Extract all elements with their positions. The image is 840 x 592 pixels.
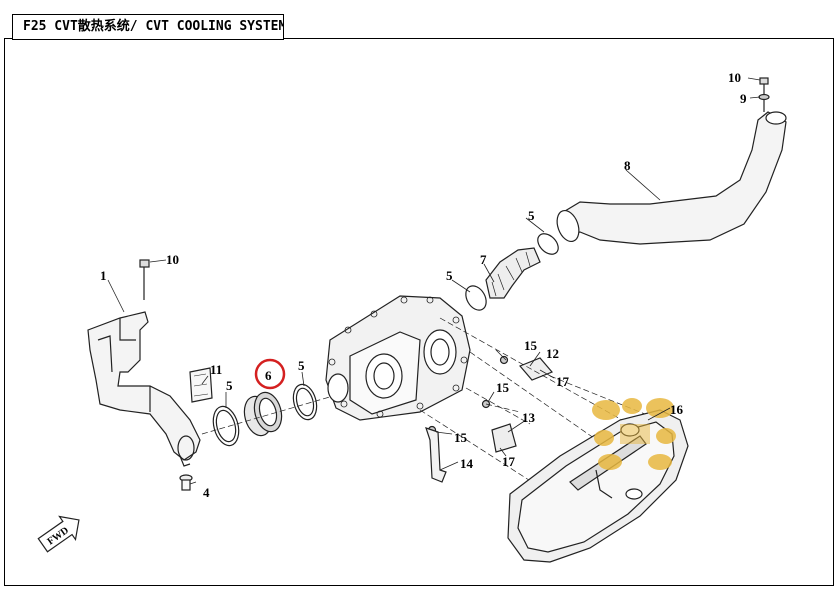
cvt-housing[interactable] xyxy=(325,295,471,421)
callout-5[interactable]: 5 xyxy=(298,358,305,373)
callout-15[interactable]: 15 xyxy=(454,430,468,445)
diagram-border xyxy=(4,38,834,586)
callout-16[interactable]: 16 xyxy=(670,402,684,417)
callout-17[interactable]: 17 xyxy=(502,454,516,469)
watermark-logo xyxy=(592,398,676,470)
callout-12[interactable]: 12 xyxy=(546,346,559,361)
callout-6[interactable]: 6 xyxy=(265,368,272,383)
callout-15[interactable]: 15 xyxy=(524,338,538,353)
clamp-upper[interactable] xyxy=(462,282,491,314)
callout-9[interactable]: 9 xyxy=(740,91,747,106)
callout-1[interactable]: 1 xyxy=(100,268,107,283)
bolt-15-upper[interactable] xyxy=(499,355,509,365)
callout-10[interactable]: 10 xyxy=(166,252,179,267)
clamp-hose-top[interactable] xyxy=(534,230,562,258)
hanger-bracket[interactable] xyxy=(425,427,447,483)
nut-top-right[interactable] xyxy=(758,77,770,112)
callouts: 1 4 5 5 5 5 6 7 8 9 10 10 11 12 13 14 15… xyxy=(100,70,747,500)
callout-7[interactable]: 7 xyxy=(480,252,487,267)
callout-15[interactable]: 15 xyxy=(496,380,510,395)
clamp-mid[interactable] xyxy=(290,382,321,422)
drain-plug[interactable] xyxy=(179,474,193,491)
callout-4[interactable]: 4 xyxy=(203,485,210,500)
callout-13[interactable]: 13 xyxy=(522,410,536,425)
callout-5[interactable]: 5 xyxy=(226,378,233,393)
fwd-arrow: FWD xyxy=(37,515,80,553)
rubber-sleeve[interactable] xyxy=(240,389,285,438)
callout-5[interactable]: 5 xyxy=(446,268,453,283)
callout-10[interactable]: 10 xyxy=(728,70,741,85)
callout-5[interactable]: 5 xyxy=(528,208,535,223)
long-duct[interactable] xyxy=(553,111,787,245)
callout-14[interactable]: 14 xyxy=(460,456,474,471)
bracket-upper[interactable] xyxy=(518,357,554,381)
intake-duct[interactable] xyxy=(87,311,201,467)
callout-11[interactable]: 11 xyxy=(210,362,222,377)
callout-8[interactable]: 8 xyxy=(624,158,631,173)
callout-17[interactable]: 17 xyxy=(556,374,570,389)
page-title: F25 CVT散热系统/ CVT COOLING SYSTEM xyxy=(12,14,284,40)
bolt-left[interactable] xyxy=(139,259,150,300)
bracket-lower[interactable] xyxy=(491,423,517,453)
foam-pad[interactable] xyxy=(189,367,213,403)
elbow-hose[interactable] xyxy=(485,247,541,299)
clamp-left[interactable] xyxy=(209,404,243,449)
leader-lines xyxy=(107,77,761,485)
highlight-circle xyxy=(254,358,286,390)
